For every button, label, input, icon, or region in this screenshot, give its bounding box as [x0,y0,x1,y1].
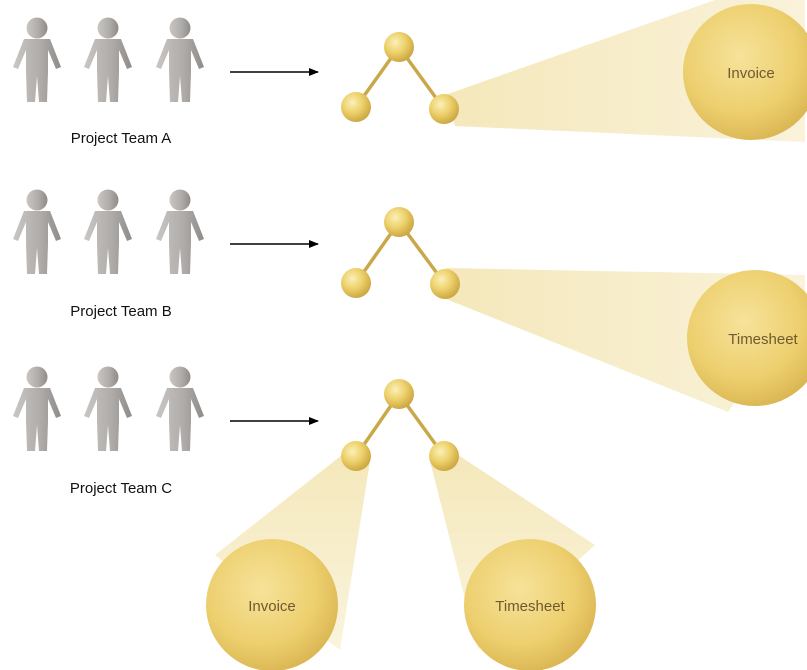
team-c-label: Project Team C [70,480,172,497]
person-icon [156,17,204,102]
tree-node-left [341,268,371,298]
team-b-document-label: Timesheet [728,331,798,348]
document-sphere [464,539,596,670]
team-a-people [13,17,204,102]
tree-node-left [341,441,371,471]
team-b-document: Timesheet [687,270,807,406]
tree-node-root [384,32,414,62]
team-c-right-document-label: Timesheet [495,598,565,615]
team-b-tree [341,207,460,299]
person-icon [156,366,204,451]
tree-node-left [341,92,371,122]
team-b-label: Project Team B [70,303,171,320]
person-icon [13,366,61,451]
team-a-document-label: Invoice [727,65,775,82]
team-c-left-document: Invoice [206,539,338,670]
team-c-right-document: Timesheet [464,539,596,670]
tree-node-right [430,269,460,299]
team-c-group: Project Team C Invoice Timesheet [13,366,596,670]
person-icon [84,366,132,451]
team-a-group: Project Team A Invoice [13,0,807,147]
team-c-tree [341,379,459,471]
tree-node-right [429,94,459,124]
person-icon [156,189,204,274]
team-b-people [13,189,204,274]
document-sphere [687,270,807,406]
document-sphere [206,539,338,670]
team-b-group: Project Team B Timesheet [13,189,807,412]
person-icon [84,189,132,274]
person-icon [84,17,132,102]
tree-node-root [384,207,414,237]
tree-node-right [429,441,459,471]
document-sphere [683,4,807,140]
team-a-label: Project Team A [71,130,172,147]
team-a-document: Invoice [683,4,807,140]
team-a-tree [341,32,459,124]
team-c-left-document-label: Invoice [248,598,296,615]
person-icon [13,17,61,102]
tree-node-root [384,379,414,409]
person-icon [13,189,61,274]
team-c-people [13,366,204,451]
